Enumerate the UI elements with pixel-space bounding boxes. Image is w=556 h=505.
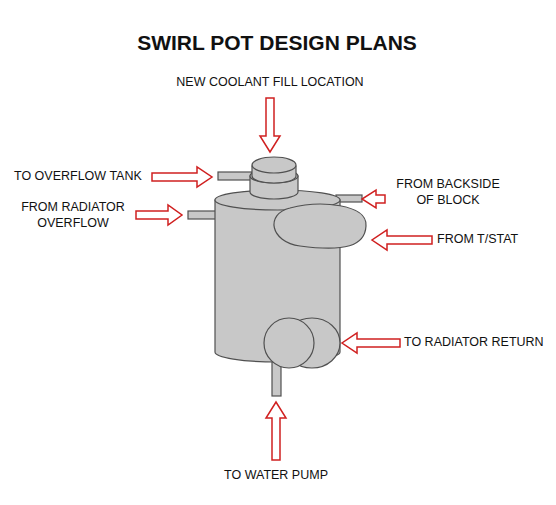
callout-label: FROM RADIATOR OVERFLOW — [14, 200, 132, 231]
radiator-return-port — [264, 318, 314, 368]
callout-label: TO RADIATOR RETURN — [404, 335, 552, 351]
callout-arrow — [152, 167, 212, 187]
callout-label: NEW COOLANT FILL LOCATION — [160, 75, 380, 91]
thermostat-inlet — [274, 204, 366, 248]
callout-arrow — [260, 98, 280, 152]
callout-label: FROM BACKSIDE OF BLOCK — [387, 177, 509, 208]
callout-arrow — [362, 190, 385, 208]
callout-arrow — [342, 333, 400, 353]
callout-label: TO WATER PUMP — [196, 468, 356, 484]
radiator-overflow-pipe — [188, 211, 218, 219]
callout-label: TO OVERFLOW TANK — [14, 169, 150, 185]
callout-arrow — [372, 230, 432, 250]
callout-arrow — [136, 205, 182, 225]
cap-top — [252, 157, 296, 173]
diagram-title: SWIRL POT DESIGN PLANS — [0, 30, 555, 56]
callout-label: FROM T/STAT — [437, 232, 547, 248]
callout-arrow — [266, 402, 286, 460]
overflow-tank-pipe — [218, 172, 252, 180]
